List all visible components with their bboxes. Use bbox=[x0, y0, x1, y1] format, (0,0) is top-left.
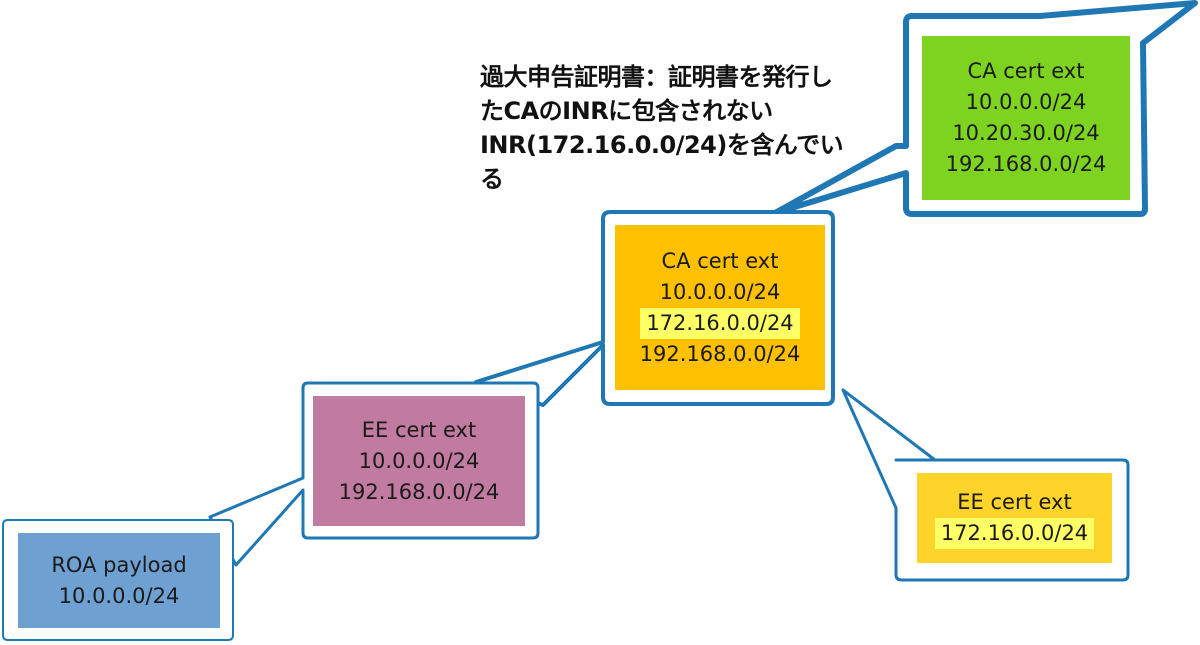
prefix-line: 192.168.0.0/24 bbox=[338, 479, 500, 504]
prefix-line: 10.0.0.0/24 bbox=[965, 90, 1087, 114]
prefix-line: 10.0.0.0/24 bbox=[58, 583, 180, 608]
prefix-line: 192.168.0.0/24 bbox=[945, 152, 1107, 176]
ee-cert-box-left: EE cert ext 10.0.0.0/24 192.168.0.0/24 bbox=[313, 396, 525, 526]
roa-payload-box: ROA payload 10.0.0.0/24 bbox=[18, 533, 220, 628]
prefix-line: 10.0.0.0/24 bbox=[659, 279, 781, 304]
ee-cert-box-right: EE cert ext 172.16.0.0/24 bbox=[917, 473, 1112, 563]
prefix-line: 10.0.0.0/24 bbox=[358, 448, 480, 473]
ca-cert-box-top: CA cert ext 10.0.0.0/24 10.20.30.0/24 19… bbox=[922, 36, 1130, 200]
overclaim-note: 過大申告証明書：証明書を発行したCAのINRに包含されないINR(172.16.… bbox=[480, 63, 844, 193]
box-title: EE cert ext bbox=[361, 417, 477, 442]
prefix-line: 192.168.0.0/24 bbox=[639, 341, 801, 366]
box-title: CA cert ext bbox=[661, 248, 779, 273]
box-title: EE cert ext bbox=[957, 490, 1072, 514]
box-title: CA cert ext bbox=[967, 59, 1085, 83]
box-title: ROA payload bbox=[51, 552, 187, 577]
prefix-line-highlighted: 172.16.0.0/24 bbox=[934, 518, 1095, 549]
prefix-line-highlighted: 172.16.0.0/24 bbox=[640, 307, 800, 339]
prefix-line: 10.20.30.0/24 bbox=[952, 121, 1100, 145]
ca-cert-box-mid: CA cert ext 10.0.0.0/24 172.16.0.0/24 19… bbox=[615, 225, 825, 390]
